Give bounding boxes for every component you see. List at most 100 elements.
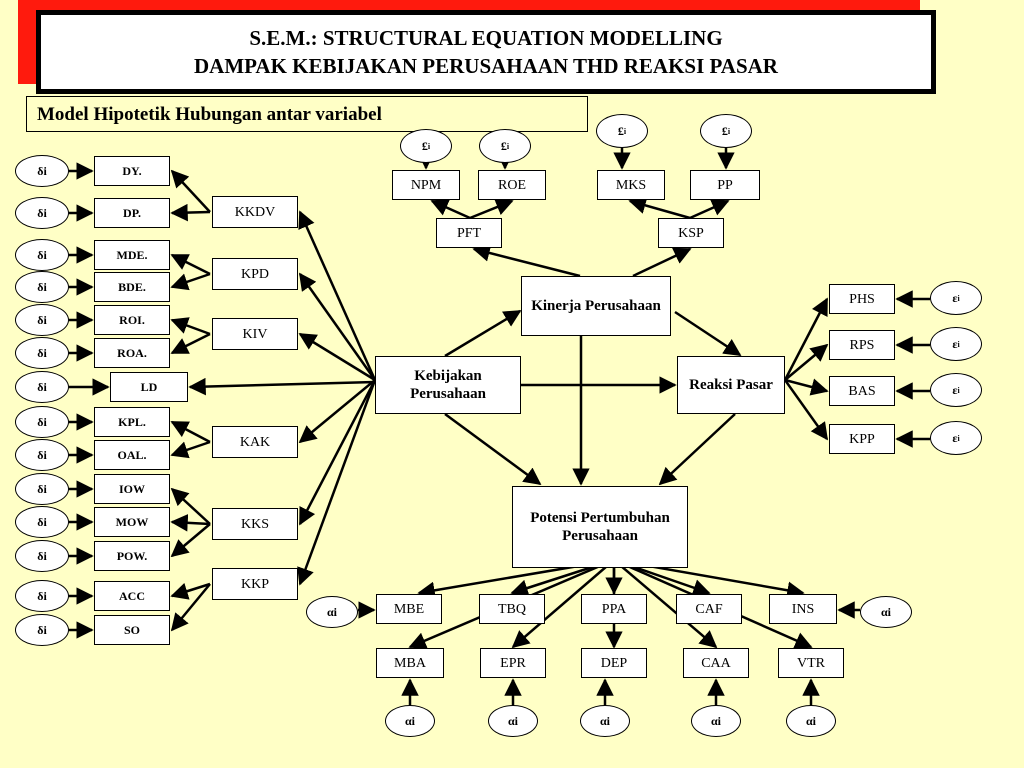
node-mba: MBA	[376, 648, 444, 678]
pound-error-2: £i	[479, 129, 531, 163]
delta-error-12: δi	[15, 540, 69, 572]
arrow-kks-9	[170, 487, 211, 525]
indicator-pow: POW.	[94, 541, 170, 571]
title-line-2: DAMPAK KEBIJAKAN PERUSAHAAN THD REAKSI P…	[194, 54, 778, 78]
node-pft: PFT	[436, 218, 502, 248]
alpha-error-vtr: αi	[786, 705, 836, 737]
delta-error-11: δi	[15, 506, 69, 538]
arrow-ksp-mks	[628, 196, 691, 220]
arrow-kebijakan-kak	[298, 379, 376, 444]
delta-error-14: δi	[15, 614, 69, 646]
delta-error-6: δi	[15, 337, 69, 369]
pound-error-3: £i	[596, 114, 648, 148]
alpha-error-ins: αi	[860, 596, 912, 628]
arrow-reaksi-rps	[784, 343, 829, 381]
pound-error-4: £i	[700, 114, 752, 148]
node-kkdv: KKDV	[212, 196, 298, 228]
delta-error-2: δi	[15, 197, 69, 229]
node-kak: KAK	[212, 426, 298, 458]
arrow-potensi-epr	[511, 559, 615, 649]
arrow-reaksi-bas	[784, 378, 829, 396]
node-kks: KKS	[212, 508, 298, 540]
arrow-kinerja-reaksi	[674, 310, 742, 357]
indicator-mow: MOW	[94, 507, 170, 537]
arrow-reaksi-potensi	[658, 413, 736, 486]
indicator-so: SO	[94, 615, 170, 645]
arrow-kkp-12	[170, 582, 211, 600]
arrow-kebijakan-kkp	[297, 379, 377, 586]
alpha-error-caa: αi	[691, 705, 741, 737]
arrow-kebijakan-kks	[298, 379, 377, 526]
node-dep: DEP	[581, 648, 647, 678]
arrow-pft-roe	[469, 198, 514, 220]
alpha-error-epr: αi	[488, 705, 538, 737]
indicator-ld: LD	[110, 372, 188, 402]
title-box: S.E.M.: STRUCTURAL EQUATION MODELLING DA…	[36, 10, 936, 94]
delta-error-5: δi	[15, 304, 69, 336]
node-epr: EPR	[480, 648, 546, 678]
arrow-kpd-3	[170, 272, 211, 291]
arrow-kak-7	[170, 420, 211, 444]
node-tbq: TBQ	[479, 594, 545, 624]
node-kinerja-perusahaan: Kinerja Perusahaan	[521, 276, 671, 336]
indicator-kpl: KPL.	[94, 407, 170, 437]
arrow-kpd-2	[170, 253, 211, 276]
arrow-ksp-pp	[689, 199, 730, 220]
alpha-error-mba: αi	[385, 705, 435, 737]
delta-error-8: δi	[15, 406, 69, 438]
node-pp: PP	[690, 170, 760, 200]
arrow-reaksi-phs	[783, 297, 829, 381]
arrow-kebijakan-kpd	[298, 272, 377, 381]
arrow-kebijakan-ld	[188, 377, 376, 396]
arrow-kkp-13	[170, 583, 211, 632]
node-roe: ROE	[478, 170, 546, 200]
node-caa: CAA	[683, 648, 749, 678]
delta-error-10: δi	[15, 473, 69, 505]
indicator-mde: MDE.	[94, 240, 170, 270]
delta-error-9: δi	[15, 439, 69, 471]
arrow-kebijakan-kkdv	[298, 210, 377, 381]
delta-error-13: δi	[15, 580, 69, 612]
node-ins: INS	[769, 594, 837, 624]
alpha-error-dep: αi	[580, 705, 630, 737]
node-reaksi-pasar: Reaksi Pasar	[677, 356, 785, 414]
arrow-kak-8	[170, 440, 211, 459]
indicator-dp: DP.	[94, 198, 170, 228]
node-vtr: VTR	[778, 648, 844, 678]
node-phs: PHS	[829, 284, 895, 314]
node-mbe: MBE	[376, 594, 442, 624]
indicator-iow: IOW	[94, 474, 170, 504]
pound-error-1: £i	[400, 129, 452, 163]
delta-error-7: δi	[15, 371, 69, 403]
arrow-kebijakan-kinerja	[444, 309, 522, 358]
node-npm: NPM	[392, 170, 460, 200]
arrow-kiv-4	[170, 317, 211, 336]
arrow-kebijakan-kiv	[298, 332, 376, 382]
node-mks: MKS	[597, 170, 665, 200]
indicator-acc: ACC	[94, 581, 170, 611]
delta-error-4: δi	[15, 271, 69, 303]
indicator-roa: ROA.	[94, 338, 170, 368]
arrow-potensi-caa	[613, 559, 718, 649]
delta-error-3: δi	[15, 239, 69, 271]
delta-error-1: δi	[15, 155, 69, 187]
node-rps: RPS	[829, 330, 895, 360]
title-line-1: S.E.M.: STRUCTURAL EQUATION MODELLING	[249, 26, 723, 50]
arrow-kiv-5	[170, 332, 211, 355]
indicator-dy: DY.	[94, 156, 170, 186]
indicator-oal: OAL.	[94, 440, 170, 470]
arrow-kks-11	[170, 523, 211, 558]
node-ksp: KSP	[658, 218, 724, 248]
arrow-kinerja-ksp	[632, 247, 692, 278]
arrow-reaksi-kpp	[783, 379, 829, 441]
node-caf: CAF	[676, 594, 742, 624]
node-kiv: KIV	[212, 318, 298, 350]
node-kkp: KKP	[212, 568, 298, 600]
node-bas: BAS	[829, 376, 895, 406]
node-kpd: KPD	[212, 258, 298, 290]
